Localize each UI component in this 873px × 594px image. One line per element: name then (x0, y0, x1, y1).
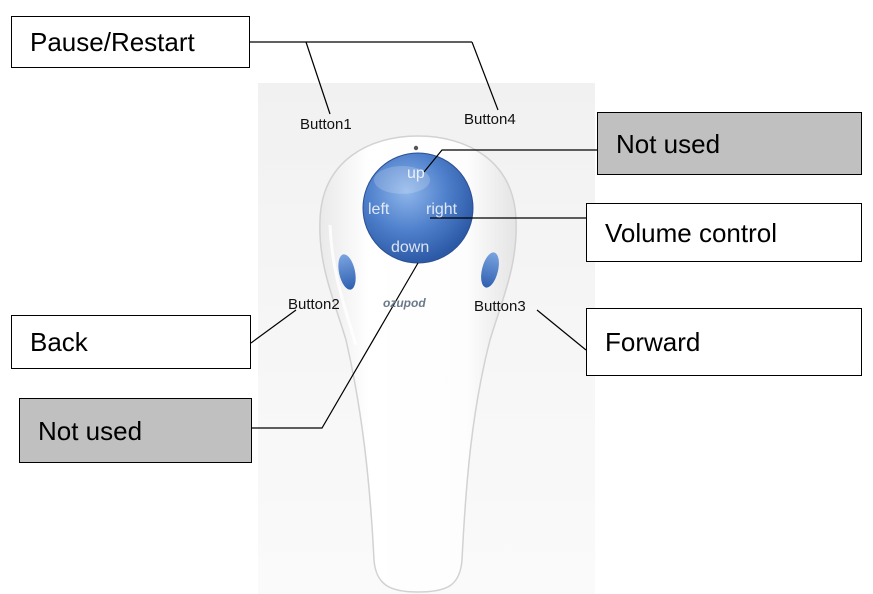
button2-key (338, 254, 356, 290)
callout-forward-text: Forward (605, 327, 701, 357)
callout-not-used-top-text: Not used (616, 128, 721, 159)
remote-body (319, 135, 517, 593)
dpad-down-label: down (391, 239, 430, 256)
dpad-right-label: right (426, 201, 458, 218)
button1-label: Button1 (300, 116, 352, 133)
callout-pause-restart: Pause/Restart (11, 16, 250, 68)
callout-volume-control-text: Volume control (605, 217, 777, 248)
button3-label: Button3 (474, 298, 526, 315)
brand-logo: ozupod (383, 296, 426, 310)
callout-not-used-top: Not used (597, 112, 862, 175)
callout-not-used-bottom: Not used (19, 398, 252, 463)
callout-back: Back (11, 315, 251, 369)
callout-not-used-bottom-text: Not used (38, 415, 143, 446)
callout-forward: Forward (586, 308, 862, 376)
button3-key (481, 252, 499, 288)
button2-label: Button2 (288, 296, 340, 313)
leader-lines (250, 41, 597, 429)
indicator-dot (413, 145, 419, 151)
callout-volume-control: Volume control (586, 203, 862, 262)
dpad-left-label: left (368, 201, 390, 218)
dpad-up-label: up (407, 165, 425, 182)
callout-back-text: Back (30, 327, 88, 357)
button4-label: Button4 (464, 111, 516, 128)
callout-pause-restart-text: Pause/Restart (30, 27, 195, 57)
